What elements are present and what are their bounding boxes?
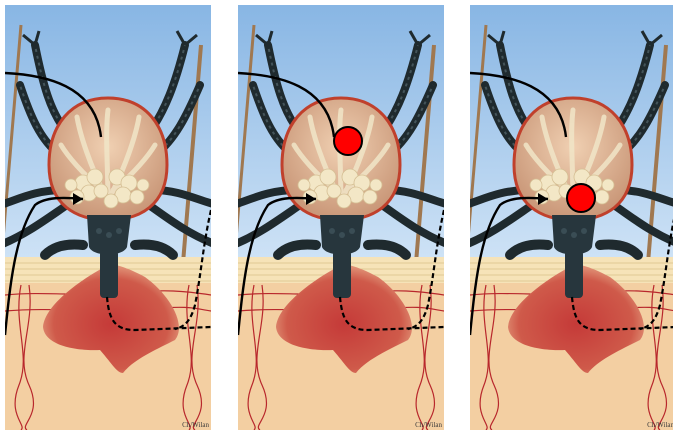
panel-3: Ch/Wilan [470, 5, 673, 430]
panel-1: Ch/Wilan [5, 5, 211, 430]
red-dot-marker [238, 5, 444, 430]
panel-2: Ch/Wilan [238, 5, 444, 430]
credit-label: Ch/Wilan [415, 421, 442, 429]
red-dot-marker [470, 5, 673, 430]
credit-label: Ch/Wilan [182, 421, 209, 429]
credit-label: Ch/Wilan [647, 421, 673, 429]
